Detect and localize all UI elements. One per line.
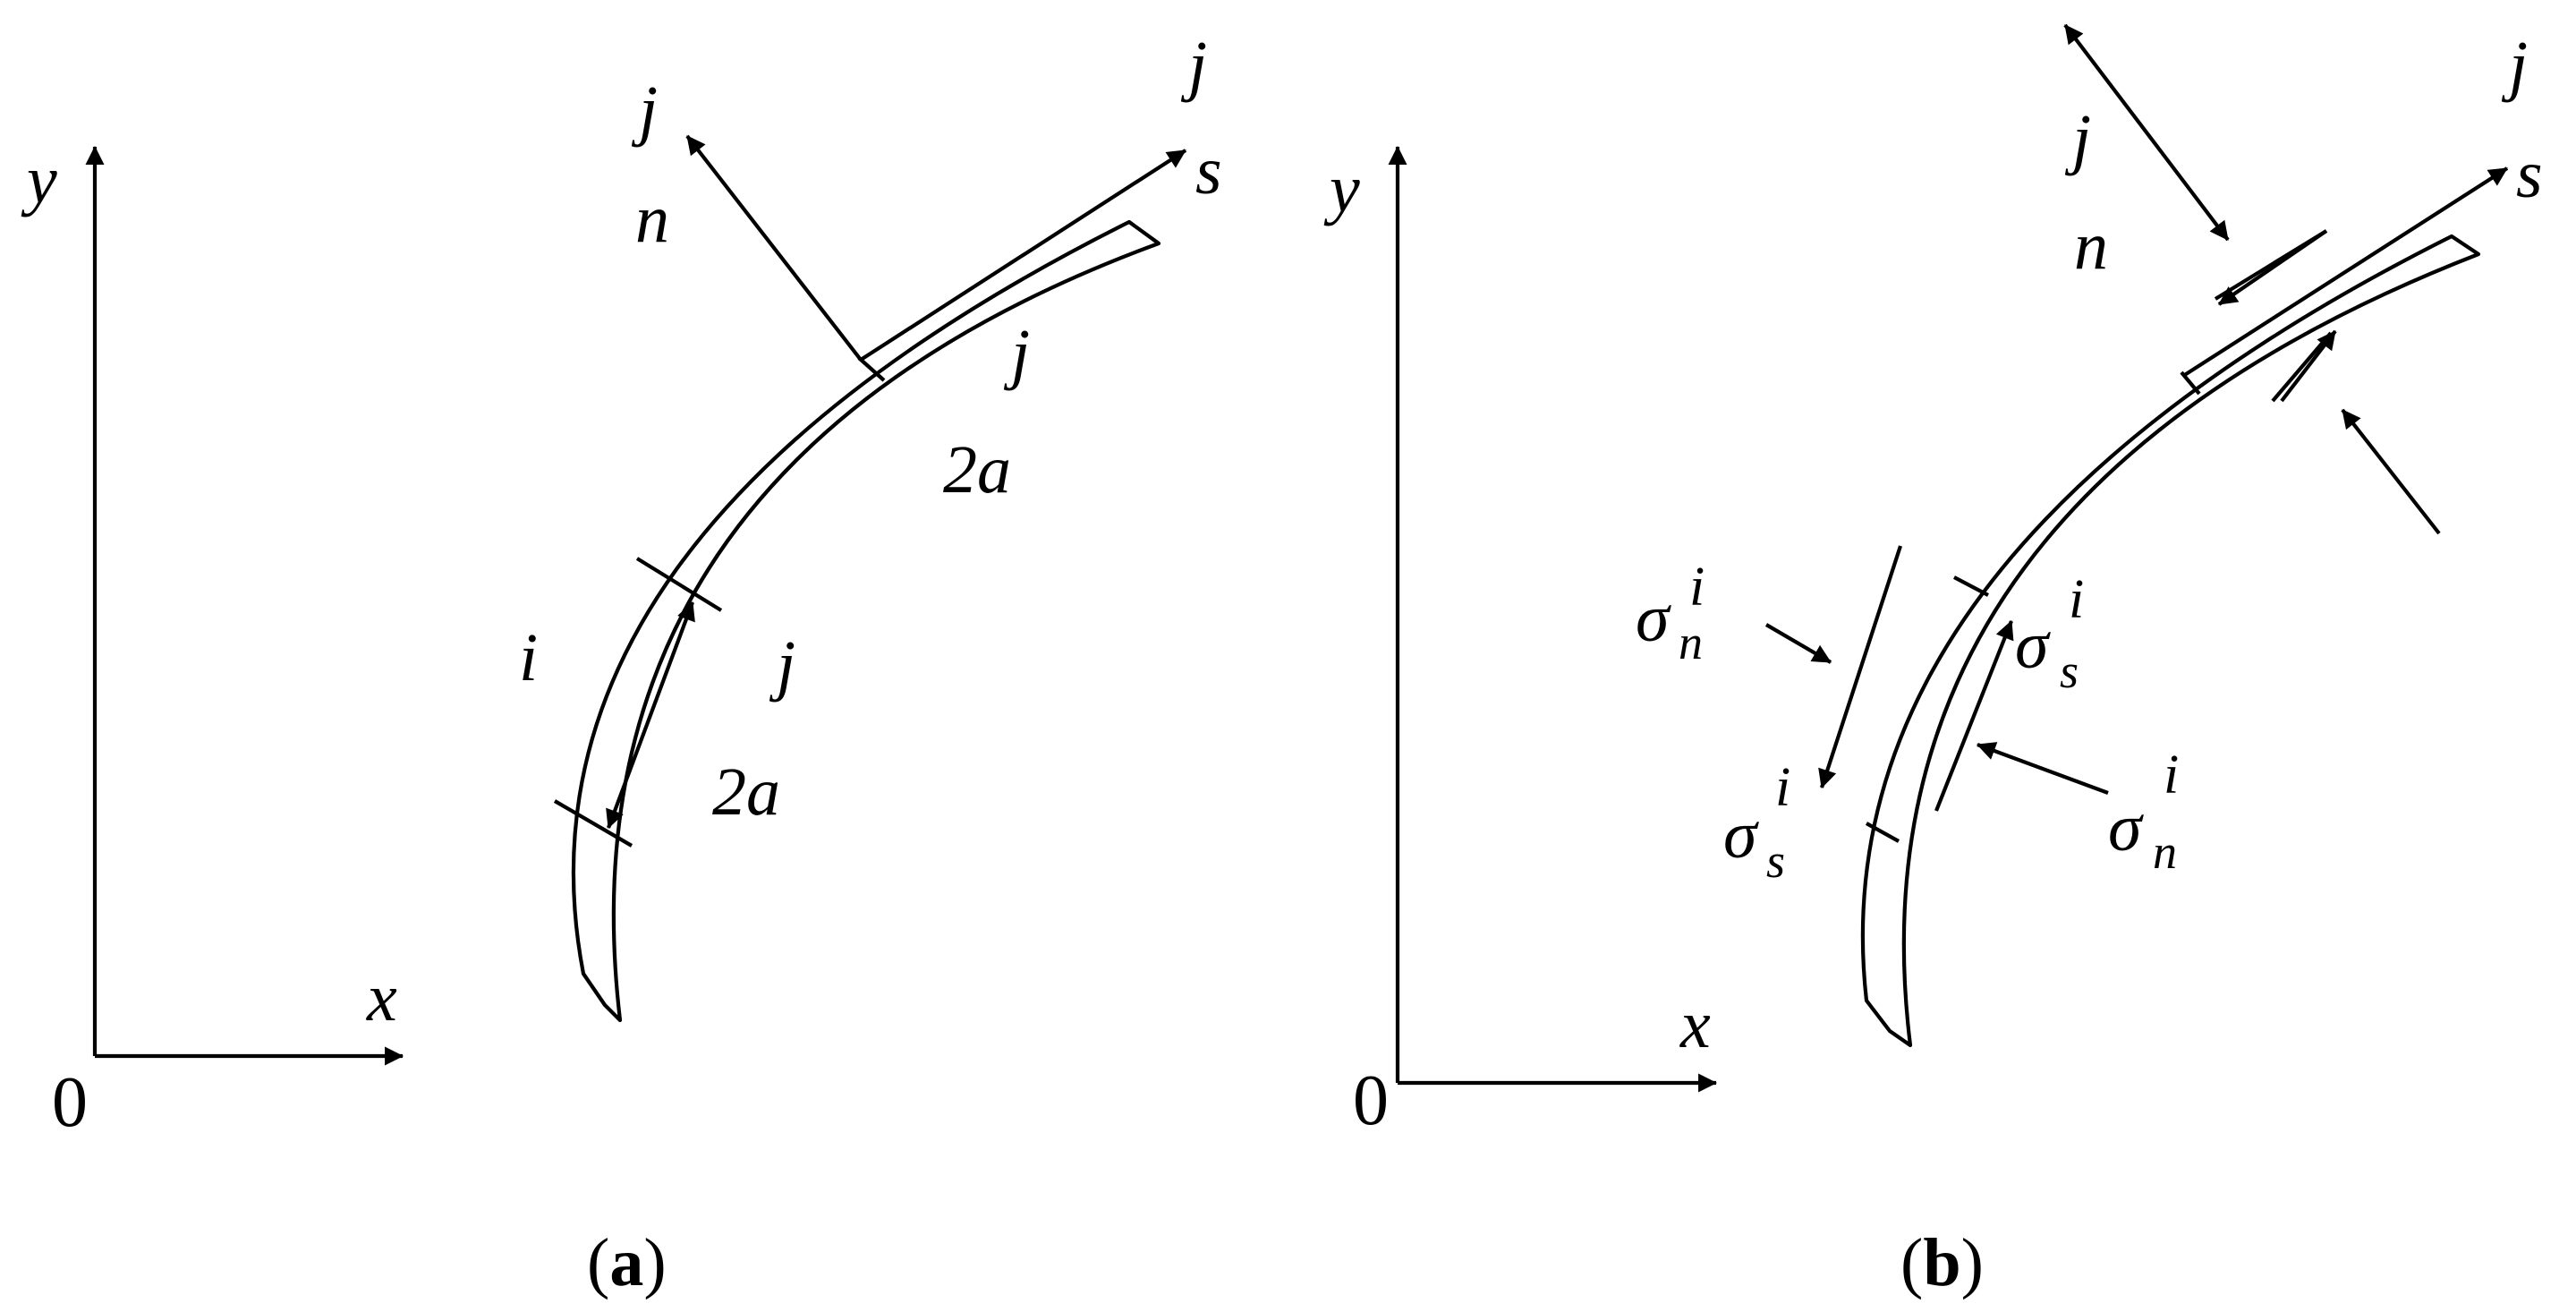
element-boundary <box>635 557 723 612</box>
s-direction-arrow <box>2181 166 2509 378</box>
left-offset-line <box>1818 545 1902 788</box>
label-s: s <box>2516 137 2543 212</box>
label-j-top-left: j <box>2064 101 2091 176</box>
label-n: n <box>635 182 669 257</box>
label-j-top-right: j <box>2501 28 2528 103</box>
element-boundary <box>1953 575 1989 597</box>
crack-body <box>1860 234 2481 1048</box>
sigma-s-right-label: σ s i <box>2015 569 2096 703</box>
label-i: i <box>519 620 538 695</box>
n-direction-arrow <box>685 134 863 362</box>
label-j-top-left: j <box>631 72 658 148</box>
x-axis-label: x <box>366 960 397 1035</box>
label-j-mid: j <box>1003 316 1030 391</box>
element-boundary <box>857 356 886 382</box>
lower-face-traction-arrow <box>2280 329 2337 403</box>
x-axis-label: x <box>1679 987 1711 1062</box>
s-direction-arrow <box>859 149 1187 362</box>
y-axis-label: y <box>1323 151 1360 226</box>
label-j-top-right: j <box>1180 28 1207 103</box>
origin-label: 0 <box>52 1063 88 1142</box>
label-j-low: j <box>769 627 795 703</box>
caption-a: (a) <box>587 1225 667 1300</box>
lower-normal-traction-arrow <box>2341 408 2441 535</box>
sigma-n-right-arrow <box>1977 742 2109 795</box>
origin-label: 0 <box>1353 1061 1389 1140</box>
sigma-s-left-label: σ s i <box>1723 757 1802 892</box>
element-length-arrow <box>606 601 695 829</box>
upper-face-traction-arrow <box>2217 229 2328 306</box>
element-boundary <box>1865 822 1900 843</box>
y-axis-label: y <box>21 142 57 217</box>
label-n: n <box>2074 209 2108 284</box>
sigma-n-left-label: σ n i <box>1636 557 1720 674</box>
label-2a-low: 2a <box>712 754 780 830</box>
label-s: s <box>1195 133 1222 209</box>
crack-body <box>571 219 1161 1023</box>
panel-b: y x 0 j n j s σ n i σ <box>1323 23 2543 1300</box>
right-offset-line <box>1934 620 2014 812</box>
label-2a-mid: 2a <box>943 432 1011 507</box>
sigma-n-right-label: σ n i <box>2108 745 2194 883</box>
sigma-n-left-arrow <box>1764 623 1832 664</box>
caption-b: (b) <box>1900 1225 1984 1300</box>
n-direction-arrow <box>2063 23 2230 242</box>
panel-a: y x 0 j n j s j 2a i j 2a (a) <box>21 28 1222 1300</box>
element-boundary <box>553 799 633 848</box>
